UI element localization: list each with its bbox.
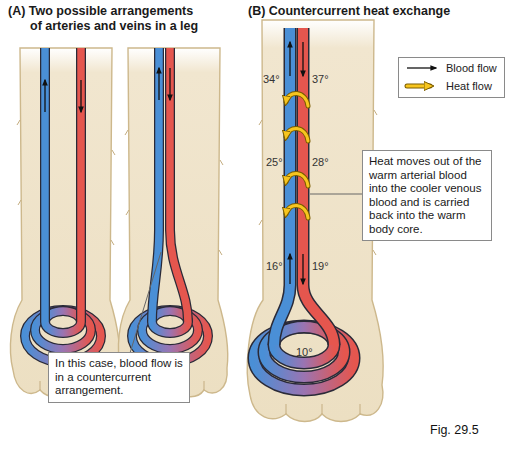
artery [170,48,188,322]
flow-arrow [169,68,170,100]
temperature-label: 10° [296,346,313,358]
legend-row: Heat flow [404,78,492,94]
flow-arrow [407,67,436,68]
panel-heading: (A) Two possible arrangements of arterie… [8,4,204,34]
callout-box: Heat moves out of the warm arterial bloo… [362,150,492,241]
flow-arrow [158,68,159,100]
artery-outline [76,48,86,322]
vein-outline [152,48,159,322]
vessel-loop-outline [152,311,188,333]
heat-arrow-outline [286,128,308,141]
toe-line [259,110,377,414]
flow-arrow [302,42,303,76]
flow-arrow [80,80,81,112]
heat-arrow [286,205,308,218]
vessel-loop [152,311,188,333]
vein-outline [40,48,50,322]
heat-arrow-outline [407,84,430,89]
legend-text: Heat flow [446,80,492,92]
heat-flow-sample [404,79,440,93]
callout-box: In this case, blood flow is in a counter… [48,352,190,403]
heat-arrow [407,85,430,88]
vessel-loop [45,311,81,333]
legend-frame [399,58,505,98]
temperature-label: 19° [312,260,329,272]
heat-arrow-outline [286,93,308,106]
blood-flow-sample [404,61,440,75]
flow-arrow [302,254,303,284]
heat-arrow [286,128,308,141]
artery [77,48,85,322]
heat-arrow-outline [286,173,308,186]
legend-text: Blood flow [446,62,497,74]
legend-row: Blood flow [404,60,497,76]
leader-line [130,252,161,353]
temperature-label: 37° [312,73,329,85]
leader-line [310,194,362,195]
heat-arrows [286,93,308,218]
vein [152,48,159,322]
panel-heading: (B) Countercurrent heat exchange [248,4,450,19]
leg-outline [118,48,227,397]
artery-outline [170,48,188,322]
toe-line [17,120,115,390]
figure-caption: Fig. 29.5 [430,423,479,437]
heat-arrow [286,173,308,186]
temperature-label: 34° [263,73,280,85]
vessel-loop-outline [45,311,81,333]
flow-arrow [289,42,290,76]
temperature-label: 25° [266,156,283,168]
leg-outline [10,48,119,397]
heat-arrow [286,93,308,106]
heat-arrow-outline [286,205,308,218]
callout-text: In this case, blood flow is in a counter… [55,357,183,398]
flow-arrow [44,80,45,112]
temperature-label: 28° [312,156,329,168]
flow-arrow [289,254,290,284]
vein [41,48,49,322]
temperature-label: 16° [266,260,283,272]
callout-text: Heat moves out of the warm arterial bloo… [369,155,485,236]
